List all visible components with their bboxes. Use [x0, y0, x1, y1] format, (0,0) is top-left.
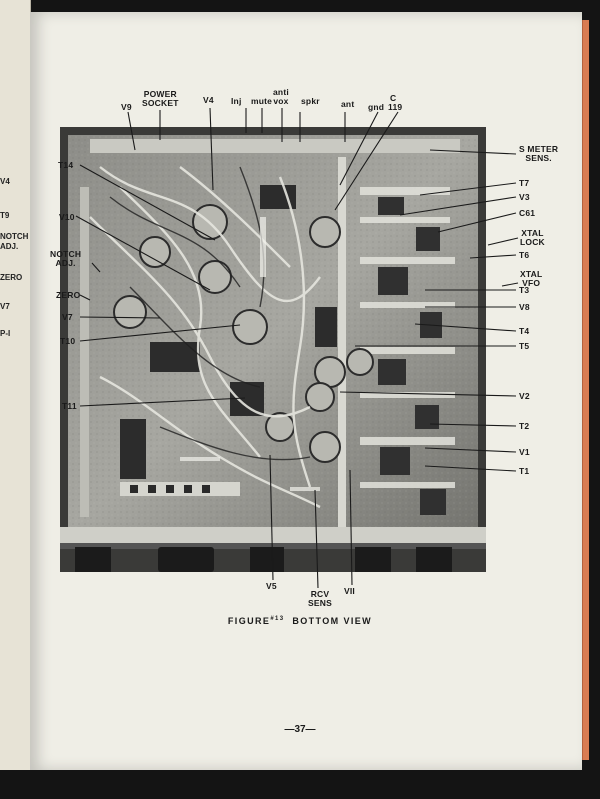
- label-v3: V3: [519, 192, 530, 202]
- chassis-bottom-photo: [60, 127, 486, 572]
- label-xtal-vfo: XTAL VFO: [520, 270, 542, 288]
- caption-number: #13: [270, 616, 285, 622]
- left-facing-page: V4 T9 NOTCH ADJ. ZERO V7 P-I: [0, 0, 31, 770]
- label-rcv-line2: SENS: [308, 598, 332, 608]
- label-s-meter-sens: S METER SENS.: [519, 145, 558, 163]
- left-page-fragment: V7: [0, 302, 10, 311]
- label-v2: V2: [519, 391, 530, 401]
- label-xtal-lock: XTAL LOCK: [520, 229, 545, 247]
- label-t6: T6: [519, 250, 530, 260]
- label-ant: ant: [341, 99, 355, 109]
- label-notch-line1: NOTCH: [50, 249, 82, 259]
- label-t4: T4: [519, 326, 530, 336]
- caption-title: BOTTOM VIEW: [292, 616, 373, 626]
- label-rcv-sens: RCV SENS: [308, 590, 332, 608]
- label-gnd: gnd: [368, 102, 385, 112]
- label-v5: V5: [266, 581, 277, 591]
- label-xtal-lock-line2: LOCK: [520, 237, 545, 247]
- label-anti-vox: anti vox: [273, 88, 289, 106]
- label-t2: T2: [519, 421, 530, 431]
- label-t7: T7: [519, 178, 530, 188]
- left-page-fragment: NOTCH: [0, 232, 29, 241]
- label-anti: anti: [273, 87, 289, 97]
- label-c119-c: C: [390, 93, 397, 103]
- label-power-socket-line2: SOCKET: [142, 98, 179, 108]
- label-t3: T3: [519, 285, 530, 295]
- label-inj: Inj: [231, 96, 242, 106]
- label-s-meter-line1: S METER: [519, 144, 559, 154]
- label-t11: T11: [62, 401, 77, 411]
- label-t10: T10: [60, 336, 76, 346]
- label-spkr: spkr: [301, 96, 320, 106]
- label-c61: C61: [519, 208, 536, 218]
- label-notch-adj: NOTCH ADJ.: [50, 250, 81, 268]
- label-power-socket-line1: POWER: [143, 89, 177, 99]
- label-v9: V9: [121, 102, 132, 112]
- label-notch-line2: ADJ.: [55, 258, 76, 268]
- label-c119: 119: [388, 102, 403, 112]
- label-xtal-vfo-line1: XTAL: [520, 269, 543, 279]
- left-page-fragment: V4: [0, 177, 10, 186]
- left-page-fragment: ZERO: [0, 273, 23, 282]
- label-v10: V10: [59, 212, 75, 222]
- caption-prefix: FIGURE: [227, 616, 271, 626]
- label-zero: ZERO: [56, 290, 81, 300]
- label-t5: T5: [519, 341, 530, 351]
- label-v4: V4: [203, 95, 214, 105]
- label-rcv-line1: RCV: [310, 589, 330, 599]
- left-page-fragment: P-I: [0, 329, 11, 338]
- label-v7: V7: [62, 312, 73, 322]
- label-v11: VII: [344, 586, 355, 596]
- label-t14: T14: [58, 160, 74, 170]
- label-mute: mute: [251, 96, 273, 106]
- label-s-meter-line2: SENS.: [525, 153, 552, 163]
- label-t1: T1: [519, 466, 530, 476]
- label-vox: vox: [273, 96, 289, 106]
- left-page-fragment: ADJ.: [0, 242, 19, 251]
- label-v1: V1: [519, 447, 530, 457]
- label-power-socket: POWER SOCKET: [142, 90, 179, 108]
- label-xtal-lock-line1: XTAL: [521, 228, 544, 238]
- label-xtal-vfo-line2: VFO: [522, 278, 541, 288]
- page-edge: [582, 20, 589, 760]
- left-page-fragment: T9: [0, 211, 10, 220]
- page-number: —37—: [284, 724, 316, 735]
- label-v8: V8: [519, 302, 530, 312]
- figure-caption: FIGURE#13 BOTTOM VIEW: [200, 616, 400, 626]
